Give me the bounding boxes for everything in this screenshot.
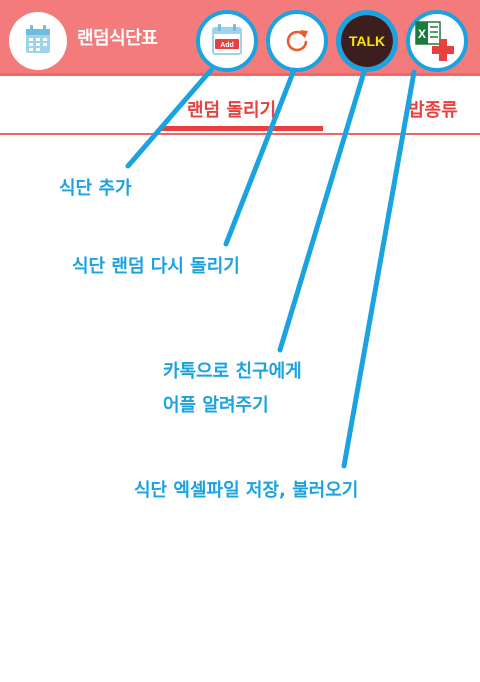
app-title: 랜덤식단표 (77, 28, 158, 49)
calendar-icon (9, 12, 67, 70)
tab-rice-types[interactable]: 밥종류 (408, 100, 458, 121)
kakaotalk-icon: TALK (341, 15, 393, 67)
add-meal-button[interactable]: Add (196, 10, 258, 72)
tab-bar: 랜덤 돌리기 밥종류 (0, 79, 480, 135)
annotation-refresh: 식단 랜덤 다시 돌리기 (72, 256, 240, 277)
calendar-add-icon: Add (212, 24, 242, 55)
talk-icon-label: TALK (349, 33, 385, 49)
kakaotalk-share-button[interactable]: TALK (336, 10, 398, 72)
add-icon-label: Add (220, 42, 234, 49)
tab-indicator (161, 126, 323, 131)
annotation-share-line2: 어플 알려주기 (163, 395, 269, 416)
refresh-icon (286, 30, 308, 52)
excel-save-load-button[interactable]: X (406, 10, 468, 72)
refresh-button[interactable] (266, 10, 328, 72)
excel-icon-label: X (418, 27, 426, 41)
annotation-share-line1: 카톡으로 친구에게 (163, 361, 302, 382)
annotation-excel: 식단 엑셀파일 저장, 불러오기 (134, 480, 359, 501)
annotation-add: 식단 추가 (59, 178, 132, 199)
tab-random[interactable]: 랜덤 돌리기 (187, 100, 277, 121)
excel-add-icon: X (415, 21, 454, 61)
top-app-bar: 랜덤식단표 Add TALK X (0, 0, 480, 76)
